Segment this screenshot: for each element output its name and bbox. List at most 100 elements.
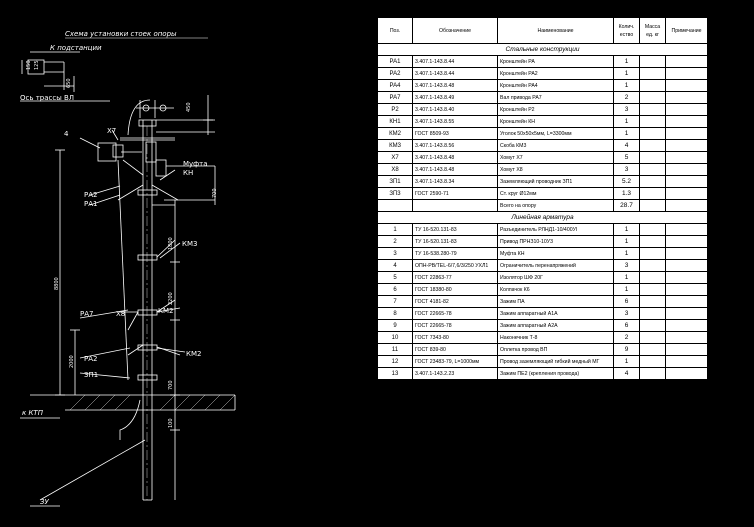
table-cell bbox=[665, 91, 708, 104]
table-cell: Х8 bbox=[377, 163, 413, 176]
table-cell: ТУ 16-538.280-79 bbox=[412, 247, 498, 260]
table-cell: ЗП1 bbox=[377, 175, 413, 188]
table-cell: 12 bbox=[377, 355, 413, 368]
table-cell: Вал привода РА7 bbox=[497, 91, 614, 104]
table-cell bbox=[639, 79, 666, 92]
table-cell: Оплетка провод ВП bbox=[497, 343, 614, 356]
table-cell bbox=[665, 199, 708, 212]
table-cell bbox=[639, 175, 666, 188]
table-cell: 3.407.1-143.8.55 bbox=[412, 115, 498, 128]
table-cell bbox=[639, 139, 666, 152]
table-cell: 10 bbox=[377, 331, 413, 344]
table-cell bbox=[665, 187, 708, 200]
table-cell: 3.407.1-143.8.48 bbox=[412, 163, 498, 176]
table-cell: 3 bbox=[377, 247, 413, 260]
table-cell: Кронштейн РА4 bbox=[497, 79, 614, 92]
table-cell bbox=[639, 247, 666, 260]
table-cell: Наконечник Т-8 bbox=[497, 331, 614, 344]
table-cell: 1 bbox=[613, 223, 640, 236]
table-cell: РА1 bbox=[377, 55, 413, 68]
table-cell bbox=[639, 271, 666, 284]
dim-100: 100 bbox=[168, 418, 174, 428]
table-cell: Изолятор ШФ 20Г bbox=[497, 271, 614, 284]
table-cell: 1 bbox=[613, 127, 640, 140]
table-cell bbox=[665, 163, 708, 176]
table-cell: ГОСТ 22863-77 bbox=[412, 271, 498, 284]
table-cell: 3.407.1-143.8.44 bbox=[412, 67, 498, 80]
table-cell bbox=[665, 151, 708, 164]
table-cell: 6 bbox=[613, 295, 640, 308]
table-cell bbox=[639, 259, 666, 272]
table-cell bbox=[639, 295, 666, 308]
table-cell: ГОСТ 18380-80 bbox=[412, 283, 498, 296]
table-cell: Ст. круг Ø12мм bbox=[497, 187, 614, 200]
table-cell bbox=[639, 187, 666, 200]
table-cell bbox=[639, 331, 666, 344]
table-cell: 4 bbox=[377, 259, 413, 272]
table-cell: 1 bbox=[613, 247, 640, 260]
table-cell: 1 bbox=[613, 115, 640, 128]
dim-2200: 2200 bbox=[168, 292, 174, 305]
table-cell bbox=[665, 139, 708, 152]
table-cell: 1 bbox=[613, 283, 640, 296]
table-cell: 1.3 bbox=[613, 187, 640, 200]
table-cell bbox=[639, 367, 666, 380]
table-cell: 9 bbox=[613, 343, 640, 356]
label-km2: КМ2 bbox=[158, 307, 173, 315]
table-cell bbox=[665, 79, 708, 92]
table-cell: ГОСТ 8509-93 bbox=[412, 127, 498, 140]
table-cell: 3 bbox=[613, 307, 640, 320]
table-cell: Разъединитель РЛНД1-10/400УI bbox=[497, 223, 614, 236]
table-cell: Хомут Х8 bbox=[497, 163, 614, 176]
dim-8800: 8800 bbox=[54, 277, 60, 290]
table-cell: 1 bbox=[613, 355, 640, 368]
table-cell: Зажим аппаратный А2А bbox=[497, 319, 614, 332]
table-cell: 1 bbox=[613, 55, 640, 68]
table-cell bbox=[665, 343, 708, 356]
table-cell: Колпачок К6 bbox=[497, 283, 614, 296]
table-cell: 1 bbox=[613, 235, 640, 248]
table-cell bbox=[665, 319, 708, 332]
table-cell: 1 bbox=[377, 223, 413, 236]
dim-150: 150 bbox=[26, 60, 32, 70]
table-cell: 6 bbox=[613, 319, 640, 332]
label-item4: 4 bbox=[64, 130, 69, 138]
table-cell: 28.7 bbox=[613, 199, 640, 212]
table-cell bbox=[665, 67, 708, 80]
label-substation: К подстанции bbox=[50, 44, 102, 52]
table-cell: 2 bbox=[613, 331, 640, 344]
table-cell: Р2 bbox=[377, 103, 413, 116]
table-cell bbox=[639, 163, 666, 176]
table-cell bbox=[639, 55, 666, 68]
table-cell: 3.407.1-143.8.48 bbox=[412, 79, 498, 92]
table-cell: ГОСТ 22665-78 bbox=[412, 307, 498, 320]
label-zp1: ЗП1 bbox=[84, 371, 98, 379]
label-zu: ЗУ bbox=[40, 498, 49, 506]
table-cell bbox=[639, 91, 666, 104]
table-cell bbox=[665, 247, 708, 260]
table-cell: Скоба КМ3 bbox=[497, 139, 614, 152]
label-coupling: Муфта bbox=[183, 160, 208, 168]
table-cell: 3.407.1-143.2.23 bbox=[412, 367, 498, 380]
dim-700b: 700 bbox=[168, 380, 174, 390]
table-cell: Кронштейн КН bbox=[497, 115, 614, 128]
table-cell: Муфта КН bbox=[497, 247, 614, 260]
diagram-title: Схема установки стоек опоры bbox=[65, 30, 177, 38]
table-cell: ГОСТ 22665-78 bbox=[412, 319, 498, 332]
table-cell: 5 bbox=[613, 151, 640, 164]
table-cell bbox=[639, 199, 666, 212]
